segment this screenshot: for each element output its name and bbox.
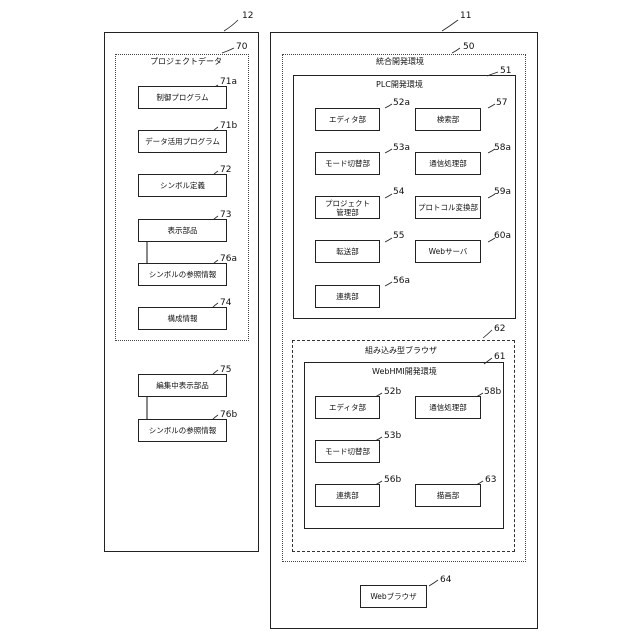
ref-label-76a: 76a <box>220 254 237 264</box>
ref-label-64: 64 <box>440 575 451 585</box>
ref-label-52a: 52a <box>393 98 410 108</box>
editor-unit-label-a: エディタ部 <box>329 115 366 124</box>
ref-label-60a: 60a <box>494 231 511 241</box>
ref-label-54: 54 <box>393 187 404 197</box>
ref-label-12: 12 <box>242 11 253 21</box>
symbol-definition-box: シンボル定義 <box>138 174 227 197</box>
project-management-unit-label: プロジェクト 管理部 <box>325 199 370 217</box>
linkage-unit-label-b: 連携部 <box>336 491 359 500</box>
editor-unit-label-b: エディタ部 <box>329 403 366 412</box>
leader-11 <box>442 20 458 31</box>
mode-switch-unit-box-a: モード切替部 <box>315 152 380 175</box>
ref-label-50: 50 <box>463 42 474 52</box>
ref-label-56b: 56b <box>384 475 401 485</box>
symbol-definition-label: シンボル定義 <box>160 181 205 190</box>
ref-label-75: 75 <box>220 365 231 375</box>
ref-label-58a: 58a <box>494 143 511 153</box>
editor-unit-box-b: エディタ部 <box>315 396 380 419</box>
configuration-info-box: 構成情報 <box>138 307 227 330</box>
symbol-reference-info-box-a: シンボルの参照情報 <box>138 263 227 286</box>
ref-label-63: 63 <box>485 475 496 485</box>
ref-label-58b: 58b <box>484 387 501 397</box>
editor-unit-box-a: エディタ部 <box>315 108 380 131</box>
search-unit-box: 検索部 <box>415 108 481 131</box>
project-data-title: プロジェクトデータ <box>150 57 222 67</box>
ref-label-73: 73 <box>220 210 231 220</box>
communication-unit-label-a: 通信処理部 <box>429 159 467 168</box>
embedded-browser-title: 組み込み型ブラウザ <box>365 346 437 356</box>
linkage-unit-label-a: 連携部 <box>336 292 359 301</box>
ref-label-59a: 59a <box>494 187 511 197</box>
rendering-unit-box: 描画部 <box>415 484 481 507</box>
ref-label-71b: 71b <box>220 121 237 131</box>
ref-label-70: 70 <box>236 42 247 52</box>
symbol-reference-info-box-b: シンボルの参照情報 <box>138 419 227 442</box>
transfer-unit-box: 転送部 <box>315 240 380 263</box>
editing-display-component-box: 編集中表示部品 <box>138 374 227 397</box>
search-unit-label: 検索部 <box>437 115 460 124</box>
ref-label-61: 61 <box>494 352 505 362</box>
ref-label-51: 51 <box>500 66 511 76</box>
data-utilization-program-label: データ活用プログラム <box>145 137 220 146</box>
ref-label-57: 57 <box>496 98 507 108</box>
ref-label-55: 55 <box>393 231 404 241</box>
communication-unit-box-a: 通信処理部 <box>415 152 481 175</box>
mode-switch-unit-box-b: モード切替部 <box>315 440 380 463</box>
communication-unit-label-b: 通信処理部 <box>429 403 467 412</box>
web-browser-label: Webブラウザ <box>370 592 416 601</box>
web-server-box: Webサーバ <box>415 240 481 263</box>
protocol-conversion-unit-box: プロトコル変換部 <box>415 196 481 219</box>
leader-12 <box>224 20 238 31</box>
webhmi-env-title: WebHMI開発環境 <box>372 367 437 377</box>
data-utilization-program-box: データ活用プログラム <box>138 130 227 153</box>
mode-switch-unit-label-b: モード切替部 <box>325 447 370 456</box>
transfer-unit-label: 転送部 <box>336 247 359 256</box>
web-browser-box: Webブラウザ <box>360 585 427 608</box>
display-component-label: 表示部品 <box>168 226 198 235</box>
ref-label-53a: 53a <box>393 143 410 153</box>
symbol-reference-info-label-b: シンボルの参照情報 <box>149 426 217 435</box>
ref-label-71a: 71a <box>220 77 237 87</box>
editing-display-component-label: 編集中表示部品 <box>156 381 209 390</box>
plc-env-title: PLC開発環境 <box>376 80 423 90</box>
ref-label-74: 74 <box>220 298 231 308</box>
mode-switch-unit-label-a: モード切替部 <box>325 159 370 168</box>
protocol-conversion-unit-label: プロトコル変換部 <box>418 203 478 212</box>
ref-label-52b: 52b <box>384 387 401 397</box>
ref-label-72: 72 <box>220 165 231 175</box>
ref-label-53b: 53b <box>384 431 401 441</box>
project-management-unit-box: プロジェクト 管理部 <box>315 196 380 219</box>
ref-label-62: 62 <box>494 324 505 334</box>
linkage-unit-box-b: 連携部 <box>315 484 380 507</box>
ref-label-56a: 56a <box>393 276 410 286</box>
configuration-info-label: 構成情報 <box>168 314 198 323</box>
communication-unit-box-b: 通信処理部 <box>415 396 481 419</box>
rendering-unit-label: 描画部 <box>437 491 460 500</box>
control-program-box: 制御プログラム <box>138 86 227 109</box>
control-program-label: 制御プログラム <box>156 93 208 102</box>
ide-title: 統合開発環境 <box>376 57 424 67</box>
ref-label-76b: 76b <box>220 410 237 420</box>
ref-label-11: 11 <box>460 11 471 21</box>
symbol-reference-info-label-a: シンボルの参照情報 <box>149 270 217 279</box>
linkage-unit-box-a: 連携部 <box>315 285 380 308</box>
display-component-box: 表示部品 <box>138 219 227 242</box>
web-server-label: Webサーバ <box>429 247 468 256</box>
